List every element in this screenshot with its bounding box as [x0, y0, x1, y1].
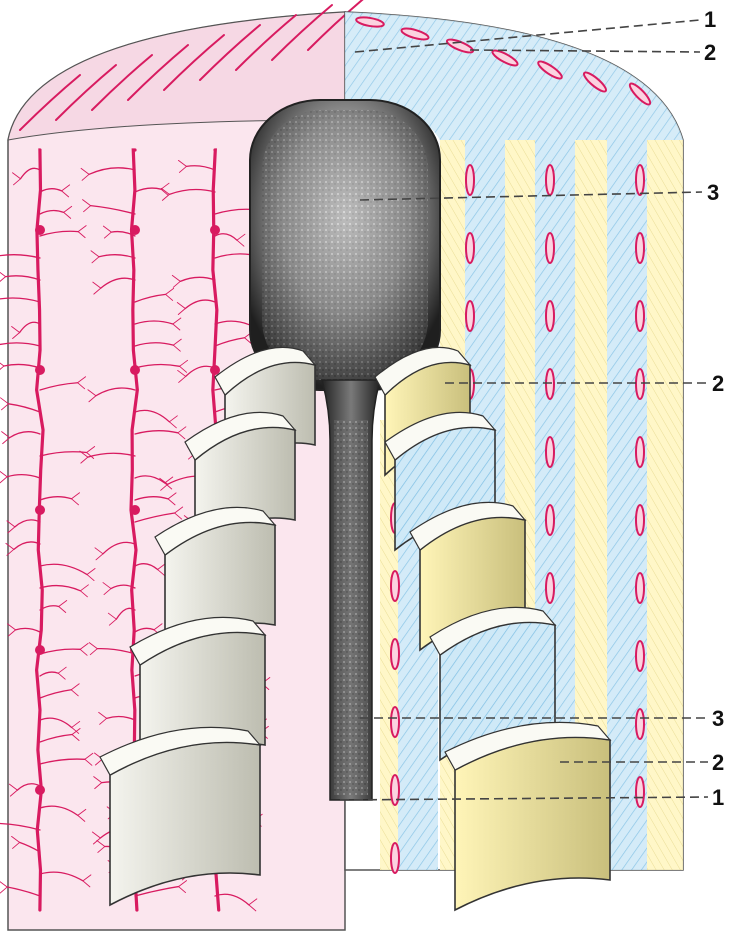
vessel-node	[210, 365, 220, 375]
lacuna	[636, 369, 644, 399]
lacuna	[636, 505, 644, 535]
core-texture	[262, 110, 428, 380]
lacuna	[391, 571, 399, 601]
lacuna	[466, 233, 474, 263]
lacuna	[391, 707, 399, 737]
right-step-5	[455, 737, 610, 910]
vessel-node	[35, 645, 45, 655]
core-stem-dots	[334, 420, 368, 795]
vessel-twig	[0, 360, 4, 372]
vessel-twig	[0, 271, 6, 283]
vessel-twig	[0, 471, 7, 483]
label-top-1: 1	[704, 7, 716, 32]
lacuna	[546, 233, 554, 263]
vessel-twig	[0, 881, 7, 893]
label-low-3: 3	[712, 706, 724, 731]
lacuna	[636, 437, 644, 467]
lacuna	[636, 301, 644, 331]
lacuna	[636, 233, 644, 263]
vessel-node	[35, 505, 45, 515]
vessel-node	[35, 225, 45, 235]
vessel-node	[210, 225, 220, 235]
lacuna	[546, 301, 554, 331]
label-mid-2: 2	[712, 371, 724, 396]
vessel-node	[35, 365, 45, 375]
vessel-node	[130, 365, 140, 375]
lacuna	[546, 165, 554, 195]
lacuna	[391, 843, 399, 873]
lacuna	[636, 165, 644, 195]
lacuna	[636, 777, 644, 807]
lacuna	[466, 301, 474, 331]
lacuna	[636, 641, 644, 671]
lacuna	[546, 369, 554, 399]
lacuna	[636, 573, 644, 603]
lamella-stripe	[647, 140, 683, 870]
lacuna	[546, 505, 554, 535]
lacuna	[391, 639, 399, 669]
lacuna	[546, 437, 554, 467]
lacuna	[636, 709, 644, 739]
label-bottom-1: 1	[712, 785, 724, 810]
vessel-node	[130, 505, 140, 515]
vessel-node	[130, 225, 140, 235]
label-low-2: 2	[712, 750, 724, 775]
lacuna	[466, 165, 474, 195]
lacuna	[391, 775, 399, 805]
lacuna	[546, 573, 554, 603]
vessel-node	[35, 785, 45, 795]
label-top-2: 2	[704, 40, 716, 65]
label-top-3: 3	[707, 180, 719, 205]
